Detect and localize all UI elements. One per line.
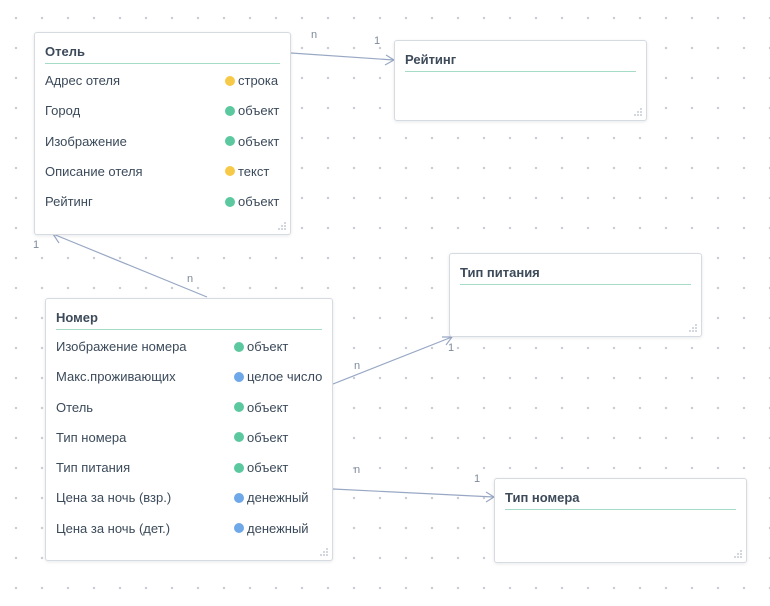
field-row[interactable]: Цена за ночь (дет.) денежный xyxy=(46,521,332,551)
type-dot-icon xyxy=(234,523,244,534)
field-type-label: денежный xyxy=(247,490,309,506)
field-type-label: объект xyxy=(247,460,289,476)
field-type: строка xyxy=(225,73,278,88)
entity-title: Рейтинг xyxy=(405,52,636,72)
field-type-label: целое число xyxy=(247,369,323,385)
type-dot-icon xyxy=(234,341,244,352)
field-type: объект xyxy=(225,134,279,149)
resize-grip-icon[interactable] xyxy=(633,107,643,117)
field-name: Отель xyxy=(56,399,94,415)
cardinality-label: n xyxy=(187,273,194,285)
field-name: Макс.проживающих xyxy=(56,369,176,385)
field-row[interactable]: Макс.проживающих целое число xyxy=(46,369,332,399)
field-type: текст xyxy=(225,164,269,179)
field-type-label: текст xyxy=(238,163,270,179)
field-name: Изображение номера xyxy=(56,339,187,354)
field-name: Город xyxy=(45,103,81,119)
cardinality-label: n xyxy=(311,29,318,41)
entity-card-meal-type[interactable]: Тип питания xyxy=(449,253,702,337)
field-type-label: объект xyxy=(247,399,289,415)
relation-room-hotel[interactable] xyxy=(51,232,208,298)
resize-grip-icon[interactable] xyxy=(319,547,329,557)
field-row[interactable]: Тип номера объект xyxy=(46,430,332,460)
entity-title: Отель xyxy=(45,44,280,64)
field-type-label: объект xyxy=(247,339,289,354)
relation-room-room-type[interactable] xyxy=(332,488,496,503)
type-dot-icon xyxy=(225,75,235,86)
cardinality-label: 1 xyxy=(448,342,455,354)
field-type: денежный xyxy=(234,490,309,505)
field-name: Тип питания xyxy=(56,460,131,476)
field-type: целое число xyxy=(234,369,322,384)
field-type: объект xyxy=(234,430,288,445)
field-type-label: денежный xyxy=(247,520,309,536)
field-row[interactable]: Отель объект xyxy=(46,400,332,430)
type-dot-icon xyxy=(234,492,244,503)
field-name: Описание отеля xyxy=(45,163,143,179)
field-type-label: строка xyxy=(238,73,279,88)
entity-card-room-type[interactable]: Тип номера xyxy=(494,478,747,563)
field-row[interactable]: Изображение номера объект xyxy=(46,339,332,369)
entity-title: Тип номера xyxy=(505,490,736,510)
cardinality-label: n xyxy=(354,360,361,372)
field-type: объект xyxy=(225,103,279,118)
entity-title: Номер xyxy=(56,310,322,330)
type-dot-icon xyxy=(225,166,235,177)
type-dot-icon xyxy=(225,196,235,207)
entity-card-rating[interactable]: Рейтинг xyxy=(394,40,647,121)
field-name: Тип номера xyxy=(56,429,127,445)
field-type-label: объект xyxy=(247,429,289,445)
type-dot-icon xyxy=(234,462,244,473)
field-type: объект xyxy=(234,460,288,475)
field-row[interactable]: Рейтинг объект xyxy=(35,194,290,224)
field-type-label: объект xyxy=(238,133,280,149)
resize-grip-icon[interactable] xyxy=(277,221,287,231)
field-row[interactable]: Описание отеля текст xyxy=(35,164,290,194)
relation-room-meal-type[interactable] xyxy=(332,336,454,385)
field-type-label: объект xyxy=(238,103,280,119)
field-row[interactable]: Город объект xyxy=(35,103,290,133)
field-type: денежный xyxy=(234,521,309,536)
type-dot-icon xyxy=(234,371,244,382)
field-name: Цена за ночь (взр.) xyxy=(56,490,172,506)
entity-title: Тип питания xyxy=(460,265,691,285)
field-type-label: объект xyxy=(238,194,280,210)
resize-grip-icon[interactable] xyxy=(733,549,743,559)
field-row[interactable]: Тип питания объект xyxy=(46,460,332,490)
field-row[interactable]: Цена за ночь (взр.) денежный xyxy=(46,490,332,520)
field-type: объект xyxy=(234,400,288,415)
type-dot-icon xyxy=(225,105,235,116)
field-name: Рейтинг xyxy=(45,194,93,210)
cardinality-label: 1 xyxy=(33,239,40,251)
field-name: Адрес отеля xyxy=(45,73,121,88)
type-dot-icon xyxy=(225,136,235,147)
field-type: объект xyxy=(234,339,288,354)
field-row[interactable]: Адрес отеля строка xyxy=(35,73,290,103)
type-dot-icon xyxy=(234,432,244,443)
cardinality-label: 1 xyxy=(474,473,481,485)
field-name: Изображение xyxy=(45,133,127,149)
resize-grip-icon[interactable] xyxy=(688,323,698,333)
cardinality-label: n xyxy=(354,464,361,476)
field-row[interactable]: Изображение объект xyxy=(35,134,290,164)
cardinality-label: 1 xyxy=(374,35,381,47)
field-type: объект xyxy=(225,194,279,209)
field-name: Цена за ночь (дет.) xyxy=(56,520,171,536)
relation-hotel-rating[interactable] xyxy=(290,52,396,66)
type-dot-icon xyxy=(234,402,244,413)
